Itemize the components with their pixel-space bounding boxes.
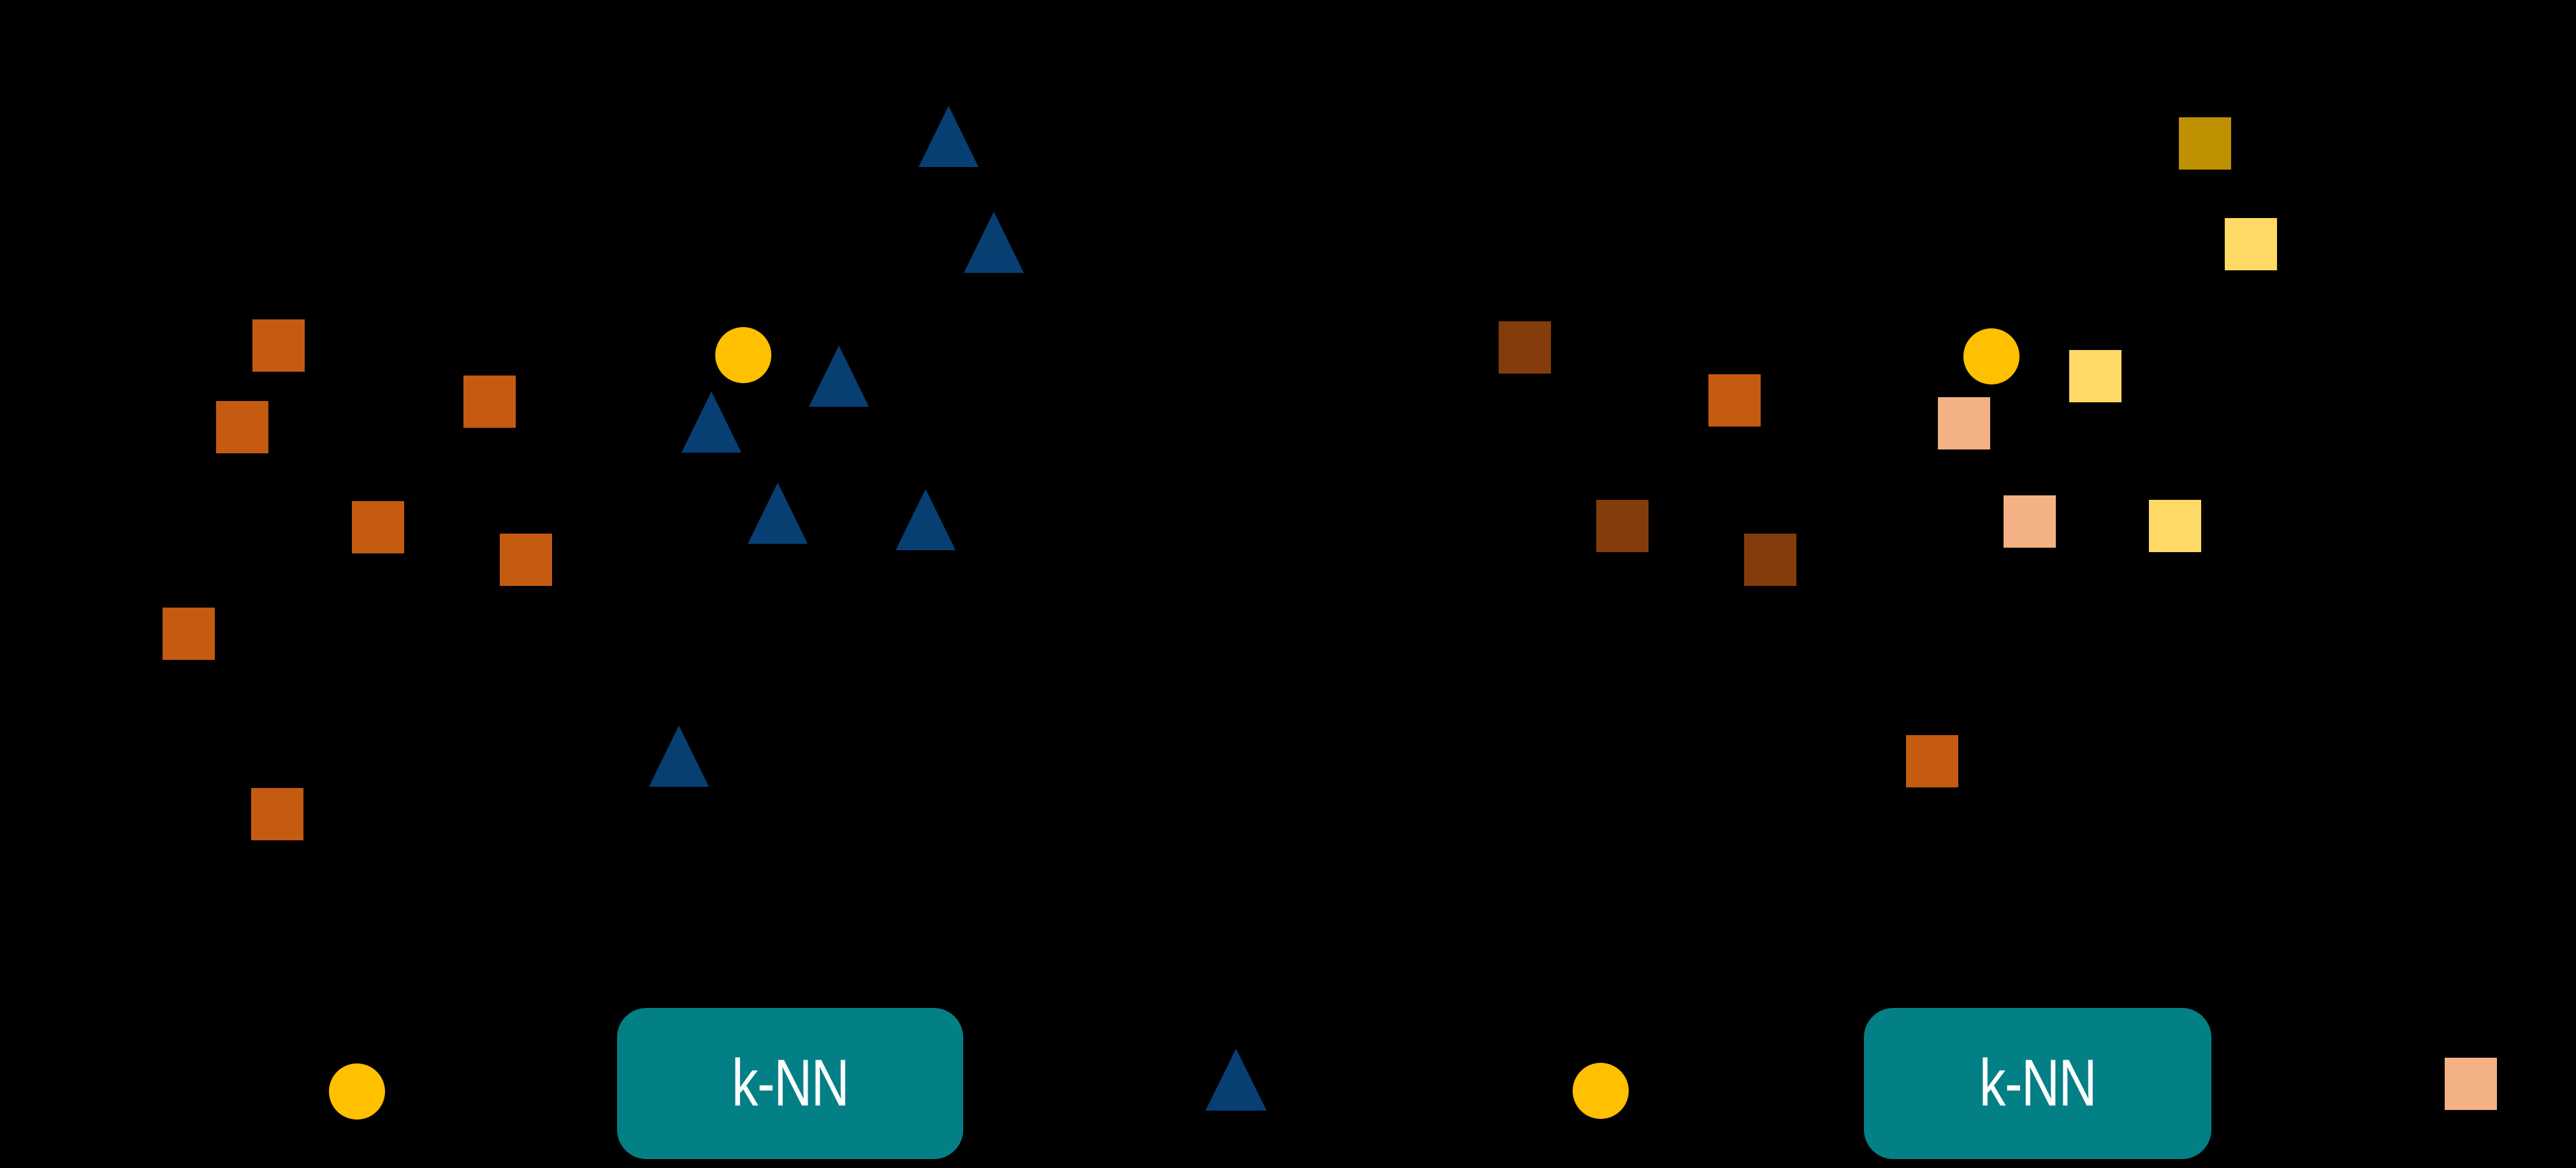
class-a-square	[163, 608, 215, 660]
class-b-triangle	[809, 346, 869, 407]
value-square	[2179, 117, 2231, 170]
value-square	[1938, 397, 1990, 449]
class-a-square	[216, 401, 268, 453]
query-point-circle	[1963, 328, 2019, 384]
class-a-square	[463, 376, 516, 428]
output-square-regression	[2445, 1058, 2497, 1110]
output-triangle-classification	[1205, 1048, 1267, 1111]
class-b-triangle	[649, 726, 709, 787]
input-circle-classification	[329, 1063, 385, 1120]
value-square	[1708, 374, 1761, 427]
class-b-triangle	[748, 483, 808, 544]
knn-box-classification: k-NN	[617, 1008, 963, 1159]
class-a-square	[500, 534, 552, 586]
class-a-square	[252, 319, 305, 372]
value-square	[1596, 500, 1648, 552]
class-a-square	[251, 788, 303, 840]
value-square	[2225, 218, 2277, 270]
class-b-triangle	[896, 489, 956, 550]
value-square	[2004, 495, 2056, 548]
value-square	[1906, 735, 1958, 787]
class-b-triangle	[919, 106, 979, 167]
class-b-triangle	[964, 212, 1024, 273]
class-b-triangle	[681, 391, 741, 453]
value-square	[2069, 350, 2121, 402]
query-point-circle	[715, 327, 771, 383]
value-square	[2149, 500, 2201, 552]
value-square	[1499, 321, 1551, 374]
knn-box-regression: k-NN	[1864, 1008, 2211, 1159]
class-a-square	[352, 501, 404, 553]
knn-box-classification-label: k-NN	[731, 1046, 850, 1120]
knn-box-regression-label: k-NN	[1979, 1046, 2097, 1120]
input-circle-regression	[1573, 1063, 1629, 1119]
value-square	[1744, 534, 1796, 586]
